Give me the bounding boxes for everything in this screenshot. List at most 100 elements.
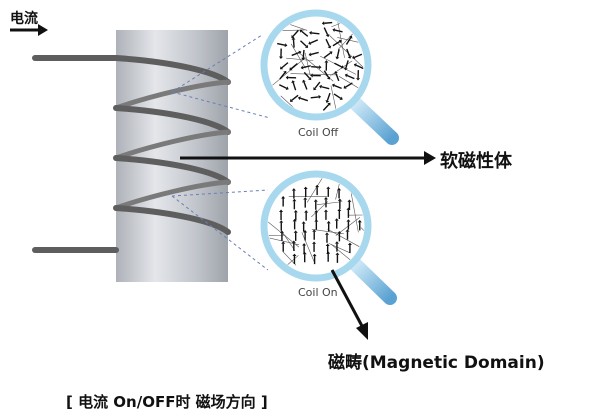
domain-arrow — [345, 37, 352, 45]
domain-arrow-head — [285, 75, 289, 80]
grain-boundary — [268, 106, 281, 113]
domain-arrow-head — [318, 65, 322, 70]
domain-arrow — [323, 27, 329, 36]
domain-arrow-head — [291, 37, 296, 40]
domain-arrow-head — [323, 197, 328, 200]
domain-arrow-head — [334, 241, 339, 244]
domain-arrow — [334, 62, 342, 68]
domain-arrow-head — [308, 52, 312, 57]
domain-arrow-head — [347, 199, 352, 202]
domain-arrow-head — [278, 56, 283, 59]
current-arrow — [10, 24, 48, 36]
domain-arrow-head — [313, 199, 318, 202]
domain-arrow-head — [352, 55, 356, 60]
domain-arrow-head — [292, 218, 297, 222]
domain-arrow-head — [302, 79, 306, 83]
coil-wire — [32, 55, 231, 253]
grain-boundary — [329, 35, 364, 68]
domain-arrow-head — [302, 251, 307, 255]
domain-arrow-head — [291, 80, 296, 84]
domain-arrow — [300, 40, 307, 47]
domain-arrow — [334, 29, 343, 33]
domain-arrow-head — [325, 100, 330, 103]
domain-arrow-head — [312, 229, 317, 232]
grain-boundary — [290, 43, 306, 69]
domain-arrow-head — [339, 96, 343, 101]
domain-arrow-head — [326, 186, 331, 189]
domain-arrow — [302, 65, 311, 69]
domain-arrow-head — [302, 243, 307, 246]
grain-boundary — [335, 178, 347, 200]
domain-arrow-head — [344, 73, 348, 78]
domain-arrow — [336, 49, 340, 58]
domain-arrow-head — [337, 187, 342, 191]
domain-arrow-head — [357, 219, 362, 223]
domain-arrow-head — [315, 184, 320, 188]
domain-arrow — [354, 53, 363, 58]
domain-arrow — [291, 94, 299, 101]
domain-arrow — [310, 51, 319, 56]
domain-arrow-head — [292, 253, 297, 257]
domain-arrow — [321, 86, 330, 90]
domain-arrow-head — [335, 252, 340, 255]
domain-arrow-head — [337, 198, 342, 201]
domain-arrow-head — [343, 67, 348, 71]
soft-magnetic-label: 软磁性体 — [440, 151, 512, 172]
domain-arrow-head — [323, 209, 328, 212]
domain-arrow-head — [343, 85, 347, 89]
domain-arrow-head — [326, 220, 331, 224]
callout-lines — [171, 34, 271, 271]
domain-arrow-head — [329, 51, 333, 55]
domain-arrow — [311, 32, 320, 35]
domain-arrow-head — [347, 242, 352, 246]
domain-arrow-head — [312, 253, 317, 257]
domain-arrow-head — [279, 209, 284, 212]
domain-arrow-head — [305, 44, 309, 48]
domain-arrow-head — [291, 35, 295, 39]
domain-arrow-head — [303, 197, 308, 200]
domain-arrow-head — [314, 209, 319, 213]
grain-boundary — [286, 57, 314, 61]
soft-magnetic-core — [116, 30, 228, 282]
domain-arrow — [310, 39, 319, 44]
domain-arrow-head — [301, 221, 306, 224]
domain-arrow-head — [356, 78, 361, 81]
grain-boundary — [271, 58, 304, 87]
domain-arrow-head — [281, 241, 286, 244]
grain-boundary — [301, 232, 315, 263]
domain-arrow-head — [281, 196, 286, 199]
domain-arrow — [292, 29, 299, 37]
domain-arrow-head — [346, 219, 351, 222]
domain-arrow — [281, 62, 289, 69]
domain-arrow-head — [308, 77, 312, 81]
domain-arrow-head — [337, 230, 342, 234]
domain-arrow-head — [334, 71, 338, 75]
domain-arrow-head — [347, 55, 352, 59]
domain-arrow-head — [304, 210, 309, 213]
domain-arrow-head — [279, 66, 284, 70]
current-label: 电流 — [10, 11, 38, 27]
domain-arrow-head — [293, 210, 298, 213]
domain-arrow-head — [325, 243, 330, 246]
domain-arrow-head — [345, 229, 350, 232]
domain-arrow-head — [300, 65, 304, 70]
domain-arrow-head — [303, 186, 308, 190]
domain-arrow-head — [334, 218, 339, 221]
coil-on-label: Coil On — [298, 286, 338, 299]
grain-boundary — [338, 76, 360, 89]
grain-boundary — [316, 201, 343, 206]
domain-arrow-head — [340, 65, 344, 69]
domain-arrow-head — [312, 241, 317, 244]
domain-arrow — [291, 51, 300, 57]
domain-arrow — [292, 82, 297, 91]
grain-boundary — [290, 73, 338, 76]
domain-arrow-head — [303, 230, 308, 233]
domain-arrow — [324, 21, 333, 24]
domain-arrow-head — [335, 56, 340, 60]
domain-arrow — [326, 92, 331, 101]
domain-arrow-head — [309, 30, 312, 35]
domain-arrow — [292, 39, 295, 48]
domain-arrow — [355, 64, 364, 70]
magnetic-domain-arrow — [330, 269, 368, 340]
domain-arrow-head — [321, 21, 325, 26]
